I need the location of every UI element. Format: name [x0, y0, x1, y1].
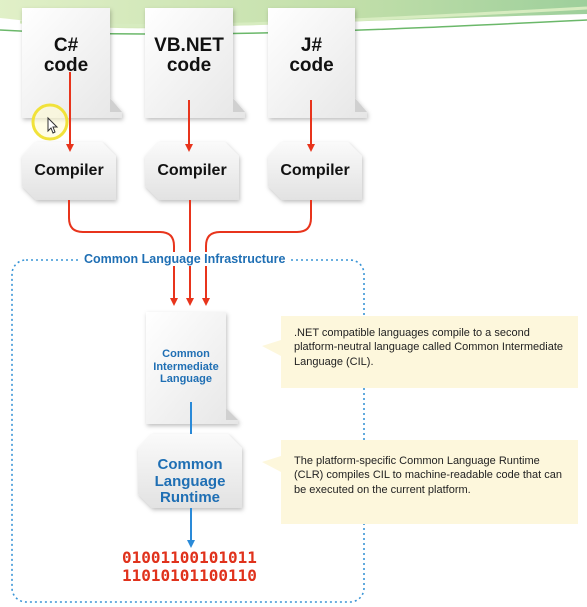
clr-label-line3: Runtime [160, 489, 220, 506]
compiler-label-1: Compiler [34, 162, 104, 179]
source-doc-csharp [22, 8, 122, 118]
connector-compiler-1-to-cil [68, 200, 178, 306]
clr-box [138, 434, 242, 508]
machine-code-line1: 01001100101011 [122, 548, 257, 567]
source-csharp-label: C# code [22, 36, 110, 76]
source-vbnet-label: VB.NET code [145, 36, 233, 76]
compiler-label-2: Compiler [157, 162, 227, 179]
source-vbnet-suffix: code [166, 54, 212, 76]
compiler-box-2 [145, 142, 239, 200]
cli-title: Common Language Infrastructure [80, 252, 290, 266]
compiler-label-3: Compiler [280, 162, 350, 179]
cil-label-line1: Common [162, 348, 210, 360]
clr-label-line2: Language [154, 472, 226, 490]
source-jsharp-suffix: code [289, 54, 334, 76]
source-csharp-suffix: code [43, 54, 89, 76]
clr-label-line1: Common [157, 456, 223, 473]
source-jsharp-lang: J# [300, 35, 323, 56]
source-doc-jsharp [268, 8, 367, 118]
source-doc-vbnet [145, 8, 245, 118]
cil-doc [146, 312, 238, 424]
machine-code-output: 01001100101011 11010101100110 [122, 548, 257, 586]
machine-code-line2: 11010101100110 [122, 566, 257, 586]
source-vbnet-lang: VB.NET [154, 35, 224, 56]
compiler-box-1 [22, 142, 116, 200]
source-csharp-lang: C# [53, 35, 79, 56]
note-clr-text: The platform-specific Common Language Ru… [294, 455, 563, 496]
cil-label-line3: Language [160, 373, 212, 386]
compiler-box-3 [268, 142, 362, 200]
note-cil-text: .NET compatible languages compile to a s… [294, 327, 564, 368]
cil-label: Common Intermediate Language [146, 348, 226, 386]
connector-compiler-3-to-cil [202, 200, 312, 306]
note-cil-box [262, 316, 578, 388]
clr-label: Common Language Runtime [138, 456, 242, 507]
cil-label-line2: Intermediate [153, 360, 219, 373]
cursor-icon [31, 103, 69, 141]
note-clr-box [262, 440, 578, 524]
source-jsharp-label: J# code [268, 36, 355, 76]
